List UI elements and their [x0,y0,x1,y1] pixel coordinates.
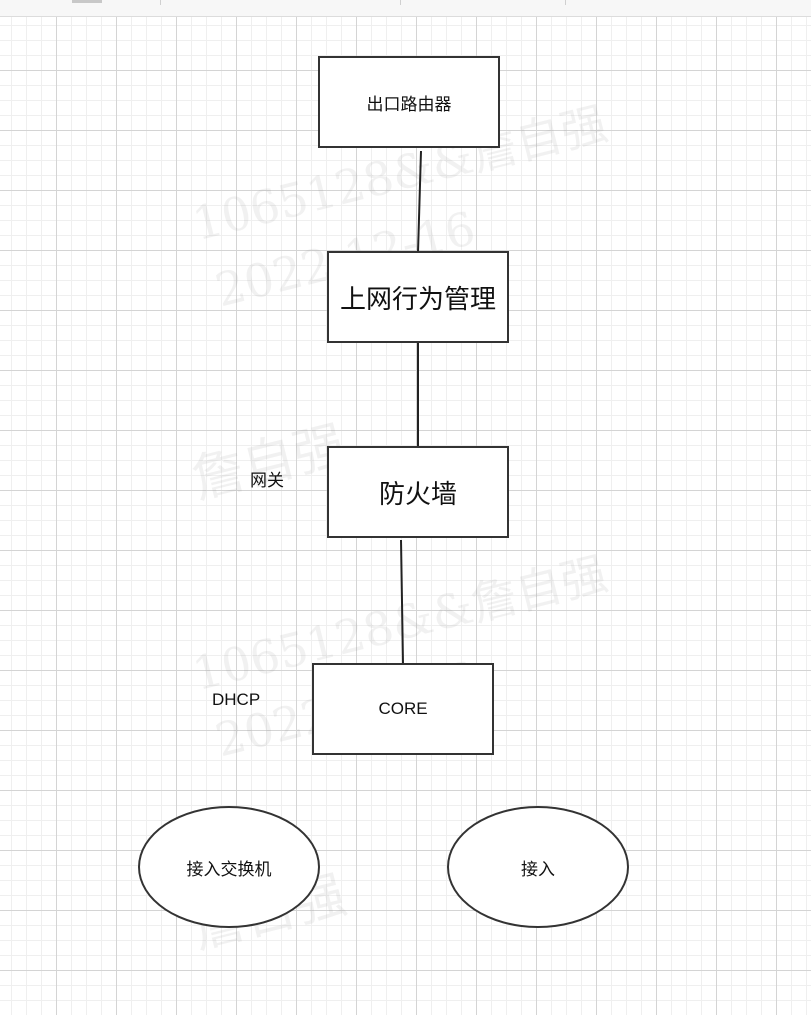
node-label: 上网行为管理 [339,284,496,315]
node-core[interactable]: CORE [312,663,494,755]
node-access-switch[interactable]: 接入交换机 [138,806,320,928]
node-access[interactable]: 接入 [447,806,629,928]
node-behavior-management[interactable]: 上网行为管理 [327,251,509,343]
node-firewall[interactable]: 防火墙 [327,446,509,538]
toolbar [0,0,811,17]
node-label: 防火墙 [378,479,457,510]
edge-router-behavior[interactable] [417,150,422,253]
annotation-gateway[interactable]: 网关 [250,471,284,491]
node-label: 接入 [521,859,555,880]
node-label: 接入交换机 [186,859,272,880]
toolbar-separator [400,0,401,5]
edge-firewall-core[interactable] [400,539,404,665]
node-label: CORE [378,699,428,718]
toolbar-separator [160,0,161,5]
toolbar-separator [565,0,566,5]
toolbar-button[interactable] [72,0,102,3]
annotation-dhcp[interactable]: DHCP [212,690,261,709]
node-label: 出口路由器 [366,94,452,115]
node-exit-router[interactable]: 出口路由器 [318,56,500,148]
